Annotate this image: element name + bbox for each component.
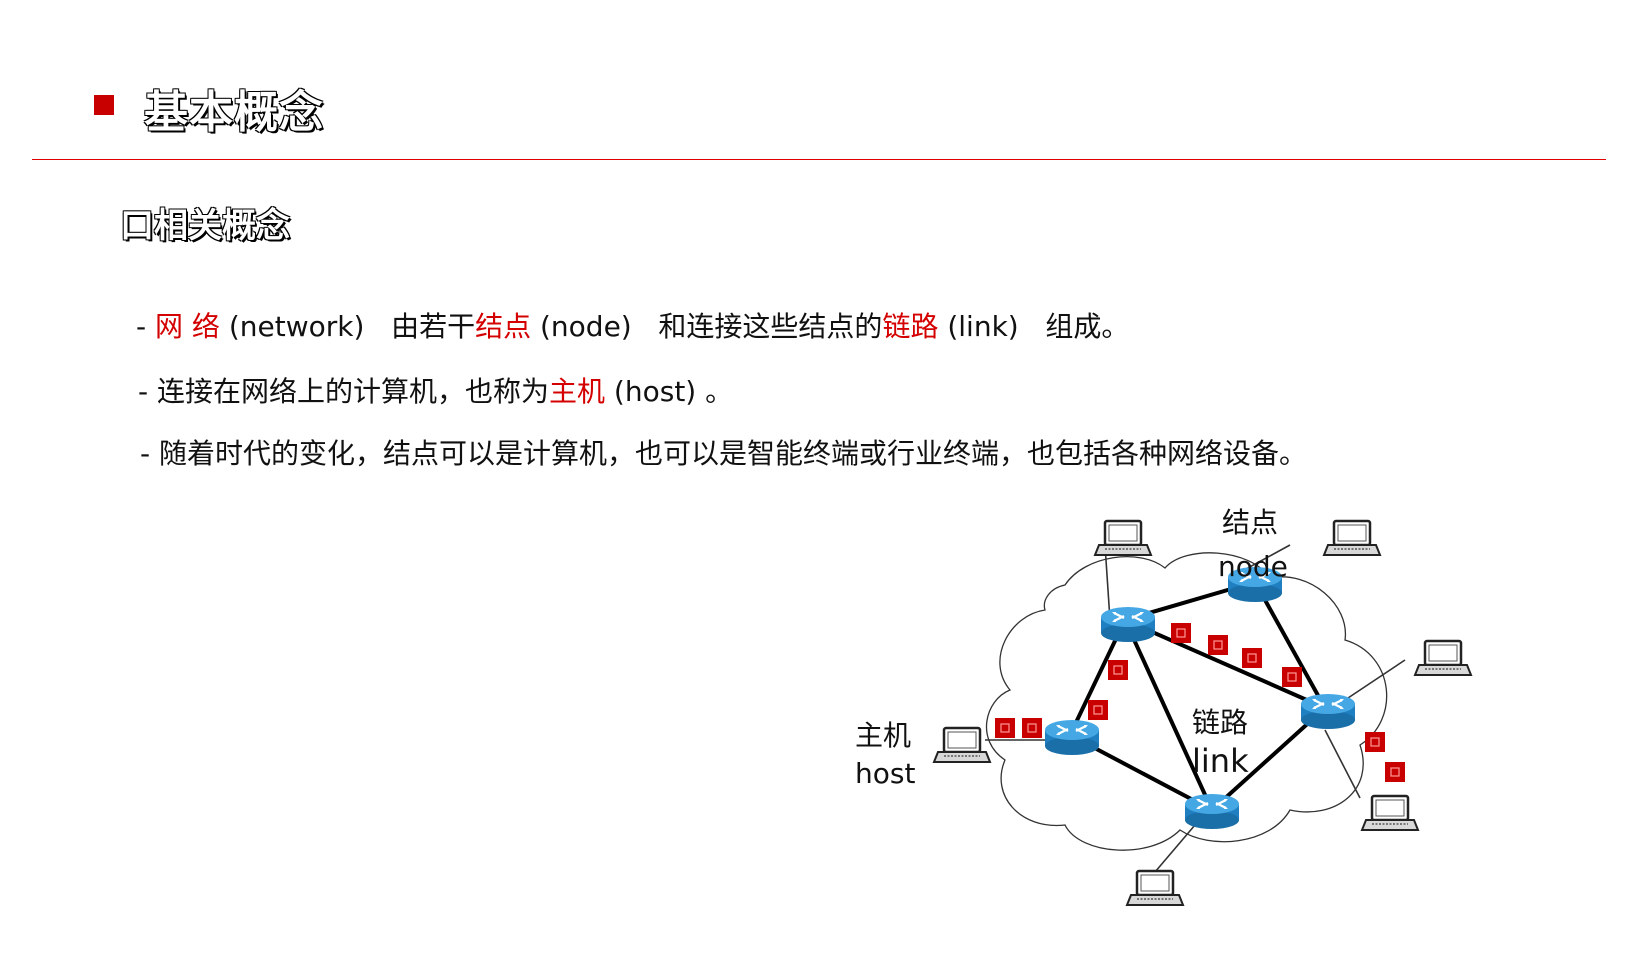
- title-bullet-square: [94, 95, 114, 115]
- definition-line-host: - 连接在网络上的计算机，也称为主机 (host) 。: [138, 370, 733, 410]
- text-segment: (node) 和连接这些结点的: [531, 310, 883, 343]
- title-divider: [32, 159, 1606, 160]
- term-network: 网 络: [155, 310, 220, 343]
- text-segment: (network) 由若干: [219, 310, 476, 343]
- node-label-en: node: [1218, 550, 1288, 583]
- router-icon: [1099, 605, 1157, 644]
- text-segment: (link) 组成。: [938, 310, 1130, 343]
- packet-icon: [1384, 761, 1406, 783]
- laptop-icon: [1360, 794, 1420, 832]
- packet-icon: [994, 717, 1016, 739]
- text-segment: - 连接在网络上的计算机，也称为: [138, 375, 550, 408]
- packet-icon: [1241, 647, 1263, 669]
- laptop-icon: [1322, 519, 1382, 557]
- network-cloud: [985, 552, 1388, 851]
- laptop-icon: [1125, 869, 1185, 907]
- text-segment: (host) 。: [605, 375, 734, 408]
- link-label-en: link: [1192, 742, 1249, 780]
- term-host: 主机: [549, 375, 606, 408]
- packet-icon: [1364, 731, 1386, 753]
- packet-icon: [1170, 622, 1192, 644]
- page-title: 基本概念: [144, 87, 324, 138]
- packet-icon: [1207, 634, 1229, 656]
- host-label-cn: 主机: [855, 719, 911, 752]
- host-label-en: host: [855, 757, 915, 790]
- laptop-icon: [1093, 519, 1153, 557]
- packet-icon: [1281, 666, 1303, 688]
- link-label-cn: 链路: [1192, 706, 1248, 739]
- packet-icon: [1021, 717, 1043, 739]
- laptop-icon: [932, 726, 992, 764]
- term-link: 链路: [882, 310, 939, 343]
- dash: -: [136, 310, 156, 343]
- packet-icon: [1087, 699, 1109, 721]
- laptop-icon: [1413, 639, 1473, 677]
- term-node: 结点: [475, 310, 532, 343]
- router-icon: [1299, 692, 1357, 731]
- definition-line-evolution: - 随着时代的变化，结点可以是计算机，也可以是智能终端或行业终端，也包括各种网络…: [140, 432, 1307, 472]
- router-icon: [1043, 718, 1101, 757]
- node-label-cn: 结点: [1222, 506, 1278, 539]
- packet-icon: [1107, 659, 1129, 681]
- text-segment: - 随着时代的变化，结点可以是计算机，也可以是智能终端或行业终端，也包括各种网络…: [140, 437, 1308, 470]
- section-title: 口相关概念: [120, 206, 290, 246]
- router-icon: [1183, 792, 1241, 831]
- definition-line-network: - 网 络 (network) 由若干结点 (node) 和连接这些结点的链路 …: [136, 305, 1129, 345]
